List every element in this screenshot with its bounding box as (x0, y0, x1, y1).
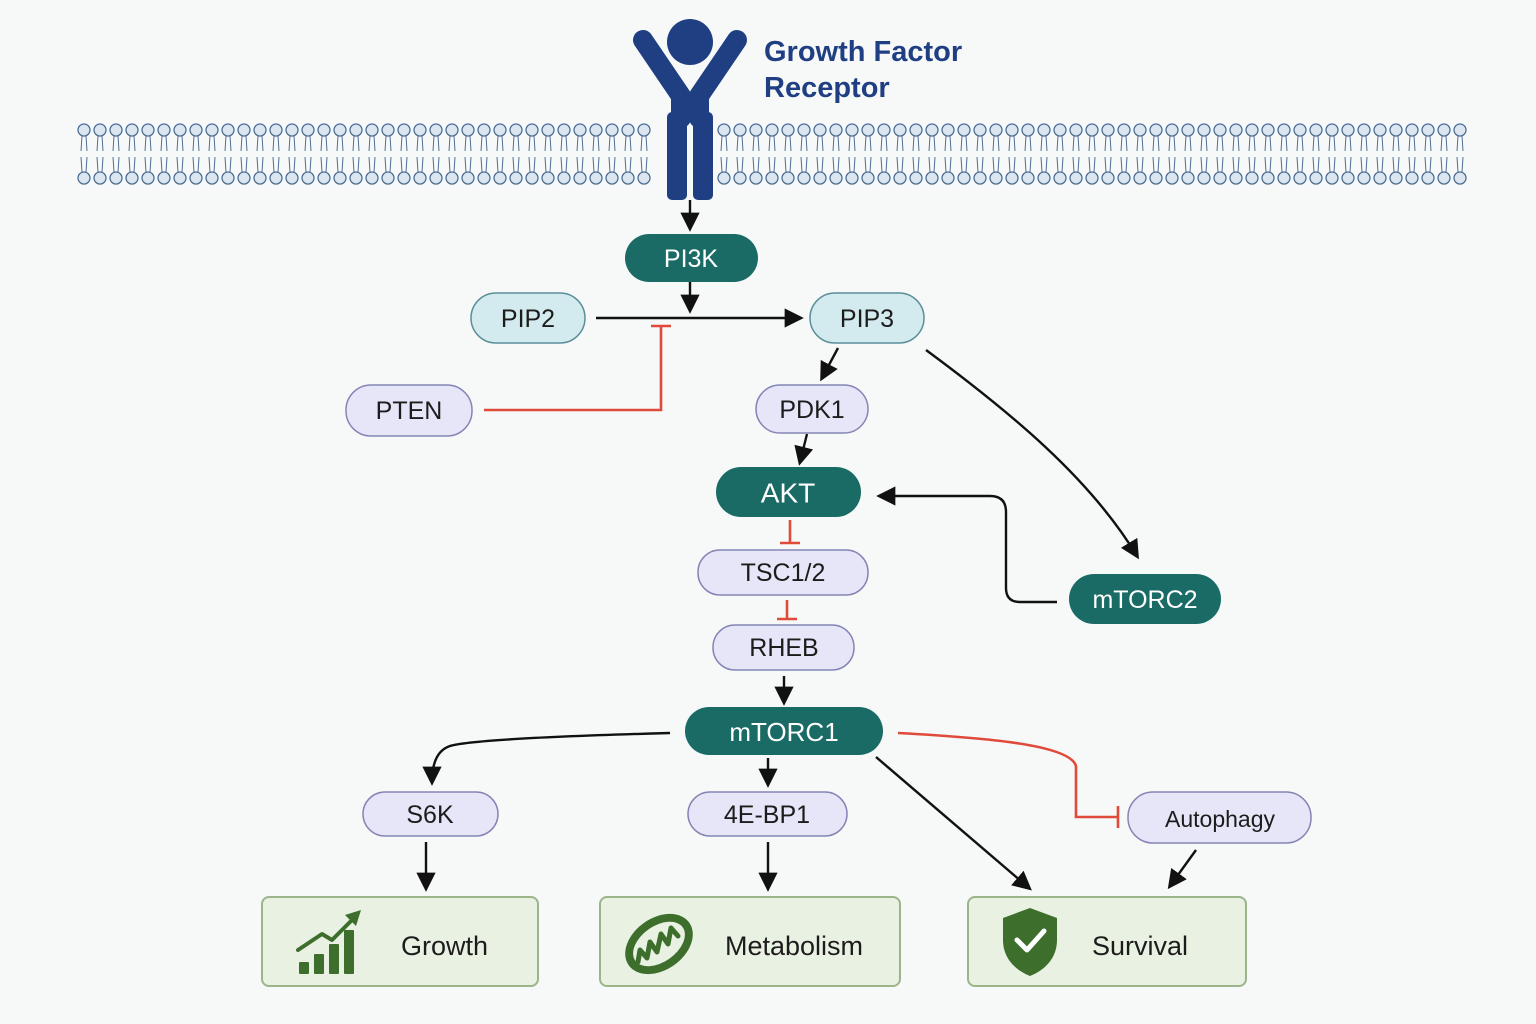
rheb-label: RHEB (749, 634, 818, 662)
pten-node[interactable]: PTEN (345, 384, 473, 437)
growth-outcome[interactable]: Growth (261, 896, 539, 987)
autophagy-label: Autophagy (1165, 806, 1275, 832)
survival-outcome[interactable]: Survival (967, 896, 1247, 987)
edge-pip3-mtorc2 (925, 349, 1139, 560)
edge-mtorc1-s6k (422, 731, 671, 786)
shield-check-icon (1003, 908, 1057, 976)
tsc-label: TSC1/2 (741, 559, 826, 587)
metabolism-label: Metabolism (725, 931, 863, 961)
receptor-title-line2: Receptor (764, 72, 890, 104)
mitochondria-icon (625, 913, 693, 975)
pdk1-label: PDK1 (779, 396, 844, 424)
survival-label: Survival (1092, 931, 1188, 961)
mtorc1-node[interactable]: mTORC1 (685, 707, 883, 755)
edge-mtorc1-autophagy (897, 731, 1118, 819)
activation-edges (416, 200, 1197, 892)
rheb-node[interactable]: RHEB (712, 624, 855, 671)
cell-membrane (77, 123, 1467, 185)
edge-autophagy-survival (1167, 849, 1197, 890)
pip3-node[interactable]: PIP3 (809, 292, 925, 344)
mtorc1-label: mTORC1 (729, 717, 838, 747)
edge-pten-inhibits (484, 326, 663, 412)
receptor-title-line1: Growth Factor (764, 36, 963, 68)
4ebp1-label: 4E-BP1 (724, 801, 810, 829)
pi3k-label: PI3K (664, 245, 719, 273)
4ebp1-node[interactable]: 4E-BP1 (687, 791, 848, 837)
s6k-node[interactable]: S6K (362, 791, 499, 837)
pten-label: PTEN (376, 397, 443, 425)
edge-pip3-pdk1 (820, 347, 840, 382)
edge-mtorc1-survival (875, 756, 1032, 891)
growth-chart-icon (296, 910, 361, 974)
pip3-label: PIP3 (840, 305, 894, 333)
metabolism-outcome[interactable]: Metabolism (599, 896, 901, 987)
tsc-node[interactable]: TSC1/2 (697, 549, 869, 596)
inhibition-edges (484, 324, 1120, 828)
autophagy-node[interactable]: Autophagy (1127, 791, 1312, 844)
growth-label: Growth (401, 931, 488, 961)
mtorc2-label: mTORC2 (1092, 586, 1197, 614)
mtorc2-node[interactable]: mTORC2 (1069, 574, 1221, 624)
pi3k-node[interactable]: PI3K (625, 234, 758, 282)
edge-mtorc2-akt (876, 486, 1057, 604)
pdk1-node[interactable]: PDK1 (755, 384, 869, 434)
edge-pdk1-akt (794, 433, 814, 466)
receptor-icon (633, 19, 747, 200)
pip2-node[interactable]: PIP2 (470, 292, 586, 344)
pip2-label: PIP2 (501, 305, 555, 333)
receptor-title: Growth Factor Receptor (764, 34, 962, 106)
akt-label: AKT (761, 478, 815, 509)
akt-node[interactable]: AKT (716, 467, 861, 517)
s6k-label: S6K (406, 801, 454, 829)
